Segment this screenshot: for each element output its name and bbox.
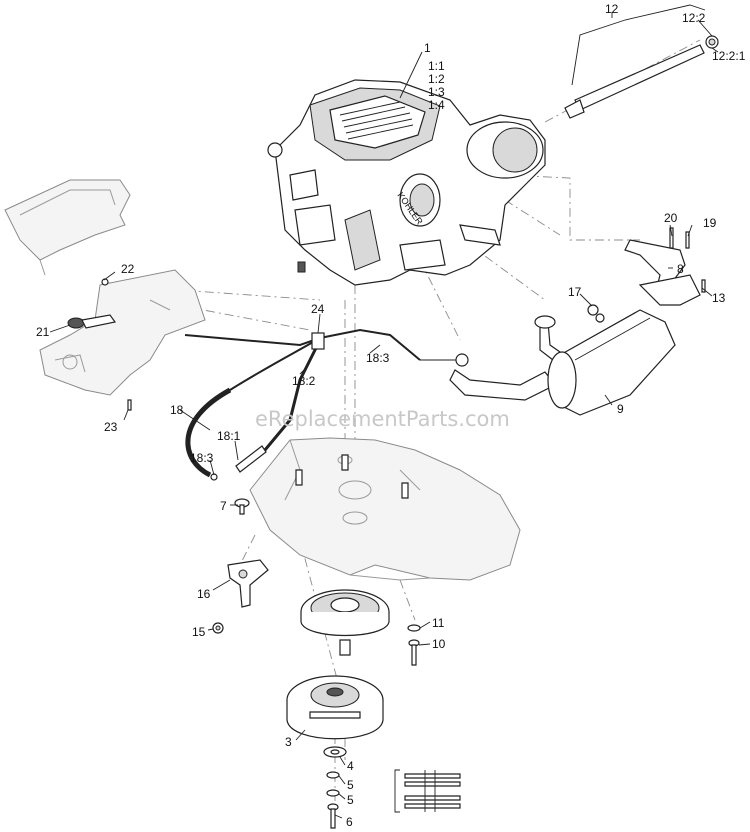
callout-18-2: 18:2 [292,374,316,388]
frame-ghost [4,179,131,276]
callout-10: 10 [432,637,446,651]
callout-1-1: 1:1 [428,59,445,73]
bolt-10 [408,639,420,666]
washer-5b [326,789,340,797]
callout-4: 4 [347,759,354,773]
bolt-6 [327,803,339,829]
watermark-text: eReplacementParts.com [255,407,510,431]
callout-1-3: 1:3 [428,85,445,99]
callout-labels: 1 1:1 1:2 1:3 1:4 12 12:2 12:2:1 20 19 8… [36,2,746,829]
callout-1-2: 1:2 [428,72,445,86]
callout-5-lower: 5 [347,793,354,807]
callout-19: 19 [703,216,717,230]
callout-23: 23 [104,420,118,434]
callout-18: 18 [170,403,184,417]
muffler-9 [449,309,676,416]
engine-grille [339,101,414,140]
bolt-23 [127,399,132,411]
callout-9: 9 [617,402,624,416]
callout-3: 3 [285,735,292,749]
washer-11 [407,624,421,632]
callout-8: 8 [677,262,684,276]
bracket-16 [227,559,269,608]
callout-7: 7 [220,499,227,513]
washer-5a [326,771,340,779]
bolt-20 [669,227,674,249]
clutch-3 [286,675,384,740]
callout-24: 24 [311,302,325,316]
callout-20: 20 [664,211,678,225]
nut-17 [587,304,605,323]
callout-16: 16 [197,587,211,601]
callout-18-1: 18:1 [217,429,241,443]
pulley [300,589,390,656]
bracket-8 [624,239,701,306]
shaft-12 [564,35,719,119]
washer-4 [323,746,347,758]
callout-17: 17 [568,285,582,299]
callout-18-3-lower: 18:3 [190,451,214,465]
callout-12-2: 12:2 [682,11,706,25]
leader-lines [49,4,719,819]
callout-1: 1 [424,41,431,55]
callout-22: 22 [121,262,135,276]
washer-15 [212,622,224,634]
deck-plate [249,437,521,581]
bolt-22 [101,278,109,286]
engine-1: KOHLER [267,79,546,286]
callout-18-3-upper: 18:3 [366,351,390,365]
left-bracket-plate [39,269,206,396]
callout-15: 15 [192,625,206,639]
bolt-7 [234,498,250,515]
callout-11: 11 [432,616,445,630]
callout-5-upper: 5 [347,778,354,792]
handle-21 [67,314,117,329]
callout-13: 13 [712,291,726,305]
throttle-cable-18 [184,328,469,481]
callout-6: 6 [346,815,353,829]
washer-detail [394,769,461,813]
callout-12-2-1: 12:2:1 [712,49,746,63]
callout-1-4: 1:4 [428,98,445,112]
callout-21: 21 [36,325,50,339]
callout-12: 12 [605,2,619,16]
